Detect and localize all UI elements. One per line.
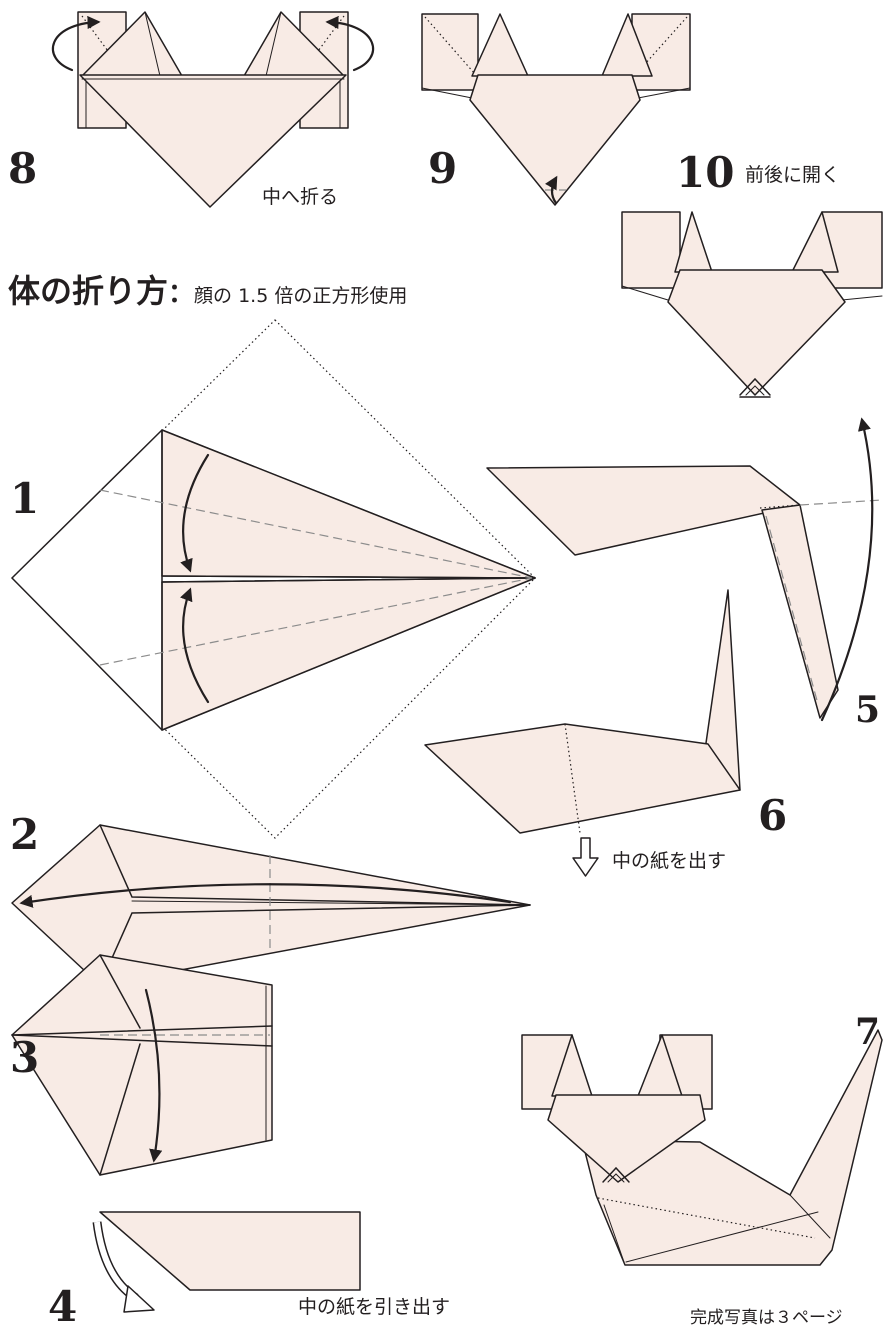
step-9-diagram xyxy=(421,13,691,206)
section-subtitle: 顔の 1.5 倍の正方形使用 xyxy=(194,285,408,307)
step-7-face xyxy=(547,1094,706,1183)
step-4-diagram xyxy=(92,1211,361,1313)
step-number-9: 9 xyxy=(428,144,458,193)
hollow-arrow-icon xyxy=(572,837,599,877)
step-1-lower-flap xyxy=(161,577,536,731)
caption-take-out-inner-paper: 中の紙を出す xyxy=(612,850,727,872)
step-7-nose-outer xyxy=(602,1166,630,1183)
step-3-diagram xyxy=(11,954,273,1176)
step-2-kite xyxy=(11,824,531,986)
section-colon: ： xyxy=(168,279,195,309)
section-title: 体の折り方 xyxy=(8,272,169,310)
step-number-10: 10 xyxy=(676,148,735,197)
step-number-2: 2 xyxy=(10,810,40,859)
step-9-face xyxy=(469,74,641,206)
caption-fold-in: 中へ折る xyxy=(262,186,339,208)
step-7-diagram xyxy=(521,1029,883,1266)
section-heading: 体の折り方 ： 顔の 1.5 倍の正方形使用 xyxy=(8,266,407,312)
step-1-center-edge-upper xyxy=(161,575,536,579)
fold-arrow-icon xyxy=(51,15,101,72)
step-10-left-square xyxy=(621,211,681,289)
step-3-lower-strip-edge xyxy=(11,1034,273,1047)
step-3-shape xyxy=(11,954,273,1176)
step-5-inner-crease xyxy=(765,515,819,705)
step-10-diagram xyxy=(621,211,883,398)
step-5-fold-line xyxy=(799,499,883,506)
step-2-center-line xyxy=(131,900,531,906)
step-9-left-flap-edge xyxy=(421,87,473,99)
fold-arrow-icon xyxy=(144,988,163,1163)
step-8-right-ear-edge xyxy=(265,11,282,77)
step-7-front-leg xyxy=(603,1204,625,1263)
fold-arrow-icon xyxy=(19,883,512,908)
step-10-left-flap-edge xyxy=(621,285,669,301)
step-number-4: 4 xyxy=(48,1282,78,1331)
step-1-center-edge-lower xyxy=(161,577,536,583)
caption-open-front-back: 前後に開く xyxy=(745,164,841,186)
fold-arrow-icon xyxy=(820,417,874,722)
step-5-leg xyxy=(761,504,839,719)
fold-arrow-icon xyxy=(325,15,375,72)
step-7-nose-inner xyxy=(607,1173,625,1183)
fold-arrow-icon xyxy=(180,587,210,704)
step-10-nose-outer xyxy=(739,377,771,396)
step-7-body xyxy=(581,1029,883,1266)
caption-photo-reference: 完成写真は３ページ xyxy=(690,1308,843,1328)
step-2-diagram xyxy=(11,824,531,986)
step-6-diagram xyxy=(424,589,741,877)
hollow-arrow-icon xyxy=(92,1221,155,1313)
step-2-upper-inner-edge xyxy=(99,824,531,906)
step-1-upper-flap xyxy=(161,429,536,579)
step-8-left-ear-edge xyxy=(144,11,161,77)
step-3-lower-inner-edge xyxy=(99,1043,141,1176)
step-9-left-square xyxy=(421,13,479,91)
step-10-face xyxy=(667,269,846,396)
step-7-belly-line xyxy=(625,1211,819,1263)
fold-arrow-icon xyxy=(180,453,210,573)
step-6-inner-paper-line xyxy=(564,723,581,834)
step-7-body-fold-line xyxy=(597,1197,816,1239)
step-number-5: 5 xyxy=(855,689,881,731)
step-number-6: 6 xyxy=(758,791,788,840)
step-1-upper-fold-line xyxy=(99,489,533,579)
step-10-nose-inner xyxy=(745,385,765,396)
step-9-right-flap-edge xyxy=(637,87,691,99)
step-7-tail-edge xyxy=(789,1194,831,1239)
step-9-left-fold-line xyxy=(424,16,476,75)
step-number-3: 3 xyxy=(10,1033,40,1082)
fold-arrow-icon xyxy=(545,175,558,205)
step-8-diagram xyxy=(51,11,375,208)
step-1-diagram xyxy=(11,319,536,839)
step-10-right-flap-edge xyxy=(841,295,883,301)
step-3-upper-inner-edge xyxy=(99,954,141,1029)
step-6-body xyxy=(424,723,741,834)
step-1-lower-fold-line xyxy=(99,577,533,666)
step-5-diagram xyxy=(486,417,883,722)
step-number-7: 7 xyxy=(855,1011,881,1053)
step-number-8: 8 xyxy=(8,144,38,193)
step-9-left-ear xyxy=(471,13,529,77)
step-8-face xyxy=(79,74,347,208)
step-1-guide-square xyxy=(11,319,536,839)
step-3-upper-strip-edge xyxy=(11,1025,273,1036)
step-number-1: 1 xyxy=(10,474,40,523)
step-4-shape xyxy=(99,1211,361,1291)
caption-pull-out-inner-paper: 中の紙を引き出す xyxy=(298,1296,451,1318)
step-5-body xyxy=(486,465,801,556)
